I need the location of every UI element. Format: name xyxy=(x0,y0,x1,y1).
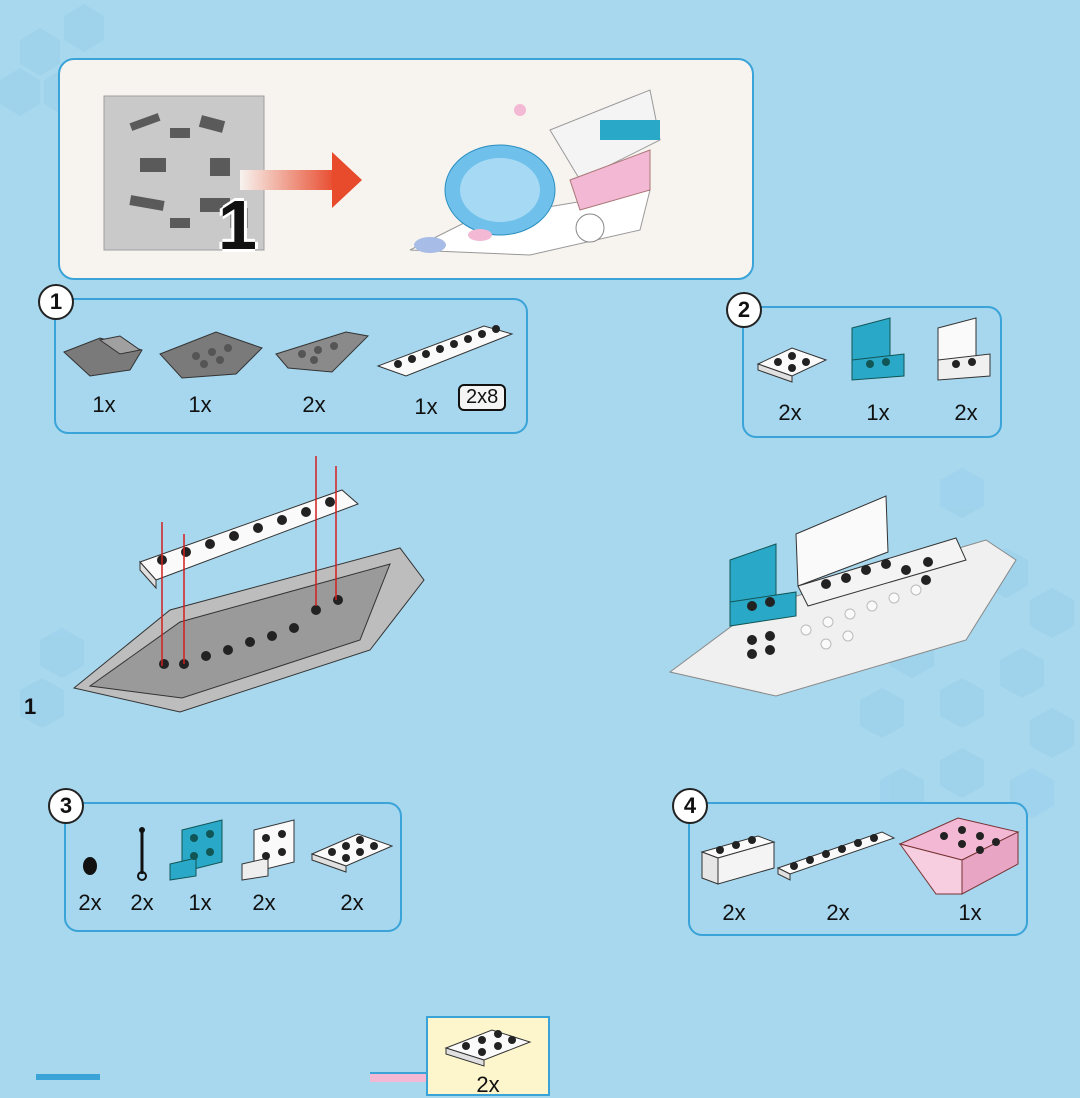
part-qty: 2x xyxy=(302,392,326,417)
white-plate-1x6-icon xyxy=(776,831,896,881)
part-qty: 1x xyxy=(188,890,212,915)
white-plate-2x3-icon xyxy=(310,833,394,873)
step-1-badge: 1 xyxy=(38,284,74,320)
part-qty: 2x xyxy=(252,890,276,915)
pink-slope-3x3-icon xyxy=(898,817,1020,895)
black-cone-icon xyxy=(83,857,97,875)
step-2-badge: 2 xyxy=(726,292,762,328)
parts-bag-icon xyxy=(103,95,265,251)
overview-panel: 1 xyxy=(58,58,754,280)
step-4-badge: 4 xyxy=(672,788,708,824)
white-plate-2x3-icon xyxy=(444,1029,532,1067)
part-qty: 2x xyxy=(954,400,978,425)
next-parts-preview: 2x xyxy=(426,1016,550,1097)
white-seat-icon xyxy=(937,317,991,381)
white-bracket-icon xyxy=(241,819,295,881)
edge-fragment-pink xyxy=(370,1072,426,1082)
page-number: 1 xyxy=(24,694,37,719)
black-bar-icon xyxy=(137,827,147,881)
dark-grey-inverted-slope-icon xyxy=(63,335,143,377)
step-3-parts-panel: 2x 2x 1x 2x 2x xyxy=(64,802,402,932)
part-qty: 1x xyxy=(866,400,890,425)
white-plate-2x2-icon xyxy=(756,347,828,383)
part-qty: 1x xyxy=(958,900,982,925)
part-qty: 2x xyxy=(778,400,802,425)
part-size-label: 2x8 xyxy=(458,384,507,411)
part-qty: 2x xyxy=(722,900,746,925)
dark-grey-wedge-plate-icon xyxy=(275,331,370,373)
part-qty: 2x xyxy=(78,890,102,915)
step-4-parts-panel: 2x 2x 1x xyxy=(688,802,1028,936)
arrow-right-icon xyxy=(240,152,362,208)
azure-seat-icon xyxy=(851,317,905,381)
white-brick-1x3-icon xyxy=(700,835,776,885)
part-qty: 2x xyxy=(476,1072,500,1097)
step-1-parts-panel: 1x 1x 2x 1x 2x8 xyxy=(54,298,528,434)
part-qty: 1x xyxy=(188,392,212,417)
part-qty: 2x xyxy=(826,900,850,925)
part-qty: 2x xyxy=(340,890,364,915)
finished-spaceship-model xyxy=(409,89,661,256)
step-3-badge: 3 xyxy=(48,788,84,824)
edge-fragment-left xyxy=(36,1074,100,1080)
dark-grey-inverted-slope-wide-icon xyxy=(159,331,263,379)
step-2-assembly-illustration xyxy=(668,495,1017,697)
step-1-assembly-illustration xyxy=(72,456,425,713)
part-qty: 1x xyxy=(414,394,438,419)
part-qty: 1x xyxy=(92,392,116,417)
bag-number: 1 xyxy=(218,186,257,264)
azure-bracket-icon xyxy=(169,819,223,881)
white-plate-2x8-icon xyxy=(376,325,514,377)
step-2-parts-panel: 2x 1x 2x xyxy=(742,306,1002,438)
part-qty: 2x xyxy=(130,890,154,915)
